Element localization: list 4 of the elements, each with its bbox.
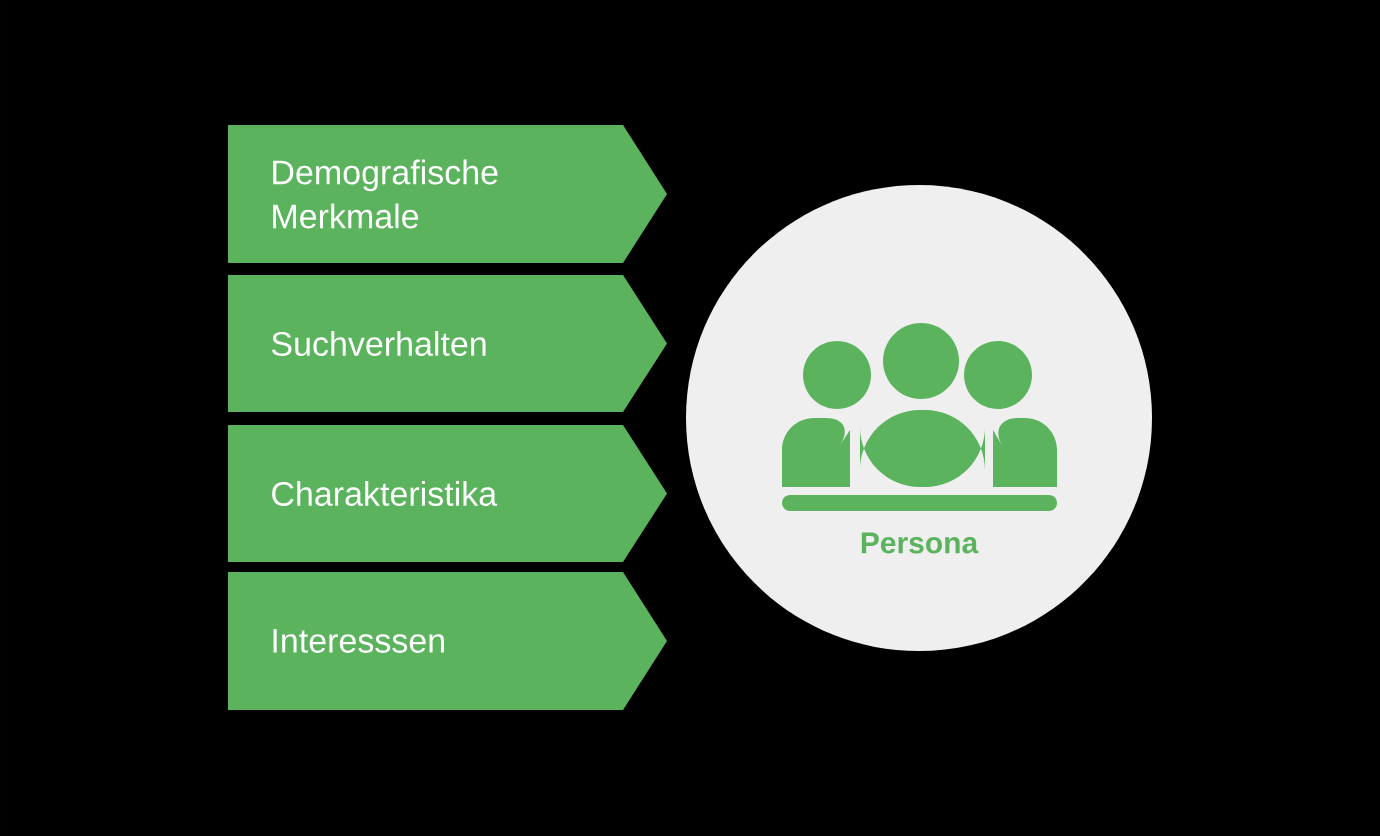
arrow-box: Demografische Merkmale: [228, 125, 667, 263]
arrow-box: Suchverhalten: [228, 275, 667, 412]
arrow-box: Interesssen: [228, 572, 667, 710]
arrow-box: Charakteristika: [228, 425, 667, 562]
